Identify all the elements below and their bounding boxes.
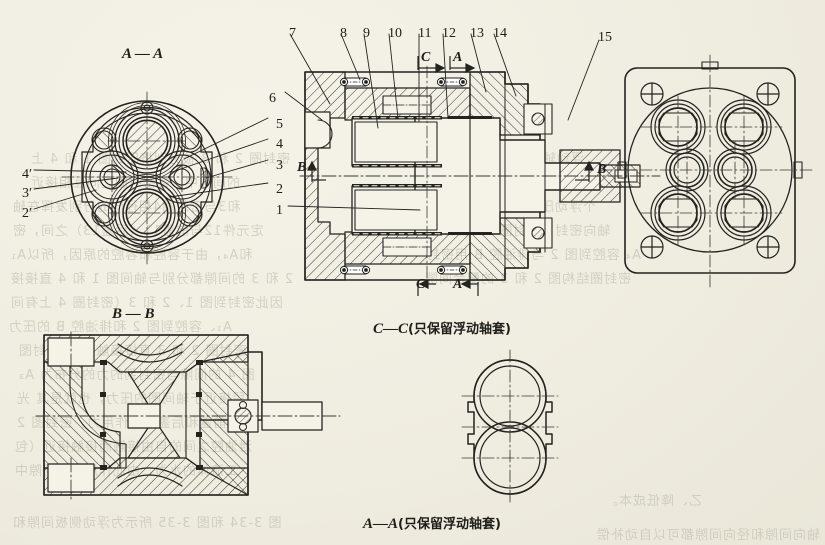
callout-number-9: 9 <box>363 26 370 41</box>
callout-number-2p: 2′ <box>22 206 33 221</box>
view-title-bb: B — B <box>112 306 155 322</box>
callout-number-4p: 4′ <box>22 167 33 182</box>
callout-number-4: 4 <box>276 137 283 152</box>
callout-number-12: 12 <box>442 26 456 41</box>
section-marker-b-left: B <box>297 160 307 175</box>
section-marker-c-top: C <box>421 50 431 65</box>
section-marker-b-right: B <box>597 162 607 177</box>
view-bb-section <box>35 331 341 501</box>
view-title-cc: C—C(只保留浮动轴套) <box>373 321 511 337</box>
view-main-section <box>284 33 661 287</box>
callout-number-6: 6 <box>269 91 276 106</box>
callout-number-13: 13 <box>470 26 484 41</box>
view-cc-bushing <box>461 349 559 506</box>
callout-number-2: 2 <box>276 182 283 197</box>
callout-number-10: 10 <box>388 26 402 41</box>
section-marker-a-bottom: A <box>453 277 463 292</box>
callout-number-1: 1 <box>276 203 283 218</box>
section-marker-a-top: A <box>453 50 463 65</box>
callout-number-5: 5 <box>276 117 283 132</box>
section-marker-c-bottom: C <box>416 277 426 292</box>
view-title-aa-bottom: A—A(只保留浮动轴套) <box>363 516 501 532</box>
callout-number-3p: 3′ <box>22 186 33 201</box>
view-aa-circular <box>33 91 269 265</box>
callout-number-3: 3 <box>276 158 283 173</box>
callout-number-15: 15 <box>598 30 612 45</box>
callout-number-7: 7 <box>289 26 296 41</box>
callout-number-14: 14 <box>493 26 507 41</box>
view-right-end <box>599 54 813 289</box>
view-title-aa-top: A — A <box>122 46 164 62</box>
callout-number-8: 8 <box>340 26 347 41</box>
callout-number-11: 11 <box>418 26 432 41</box>
